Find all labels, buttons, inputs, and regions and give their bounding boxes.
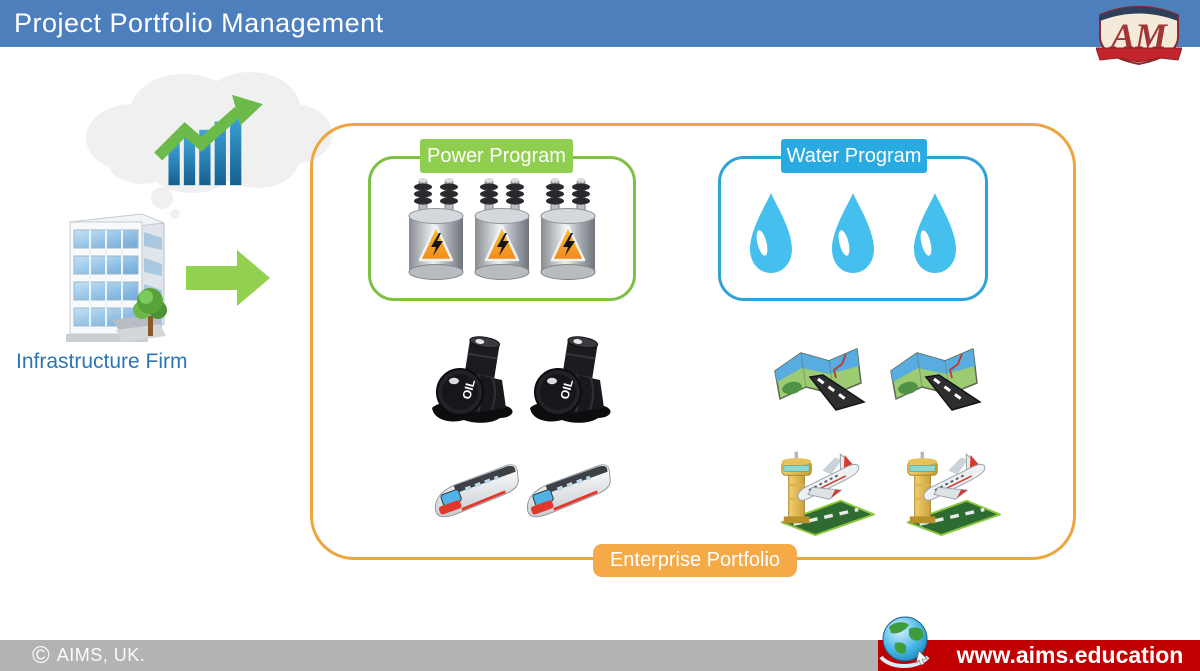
- header-bar: Project Portfolio Management: [0, 0, 1200, 47]
- oil-barrels-icon: OIL: [426, 336, 520, 433]
- website-text: www.aims.education: [956, 642, 1184, 668]
- footer-website-bar: www.aims.education: [878, 640, 1200, 671]
- right-arrow-icon: [186, 250, 270, 306]
- infrastructure-firm-label: Infrastructure Firm: [16, 350, 188, 373]
- globe-icon: [874, 613, 940, 671]
- aims-crest-logo-icon: AM: [1095, 2, 1183, 68]
- train-icon: [430, 458, 522, 529]
- train-icon: [522, 458, 614, 529]
- office-building-icon: [56, 200, 178, 350]
- water-program-items: [748, 191, 958, 280]
- power-program-label: Power Program: [420, 139, 573, 173]
- copyright-text: AIMS, UK.: [56, 645, 146, 665]
- transformer-icon: [405, 176, 467, 291]
- oil-barrels-icon: OIL: [524, 336, 618, 433]
- svg-text:OIL: OIL: [557, 378, 576, 401]
- road-map-icon: [768, 344, 868, 419]
- enterprise-portfolio-label: Enterprise Portfolio: [593, 544, 797, 577]
- growth-chart-icon: [150, 86, 268, 190]
- page-title: Project Portfolio Management: [14, 8, 384, 38]
- road-map-icon: [884, 344, 984, 419]
- road-projects: [768, 344, 984, 419]
- water-drop-icon: [830, 191, 876, 280]
- airport-icon: [768, 440, 878, 541]
- footer-copyright-bar: © AIMS, UK.: [0, 640, 878, 671]
- power-program-items: [405, 176, 599, 291]
- water-program-label: Water Program: [781, 139, 927, 173]
- transformer-icon: [537, 176, 599, 291]
- water-drop-icon: [748, 191, 794, 280]
- svg-text:OIL: OIL: [459, 378, 478, 401]
- copyright-icon: ©: [32, 642, 50, 669]
- rail-projects: [430, 458, 614, 529]
- airport-icon: [894, 440, 1004, 541]
- transformer-icon: [471, 176, 533, 291]
- oil-projects: OIL OIL: [426, 336, 618, 433]
- thought-cloud: [62, 58, 336, 222]
- airport-projects: [768, 440, 1004, 541]
- water-drop-icon: [912, 191, 958, 280]
